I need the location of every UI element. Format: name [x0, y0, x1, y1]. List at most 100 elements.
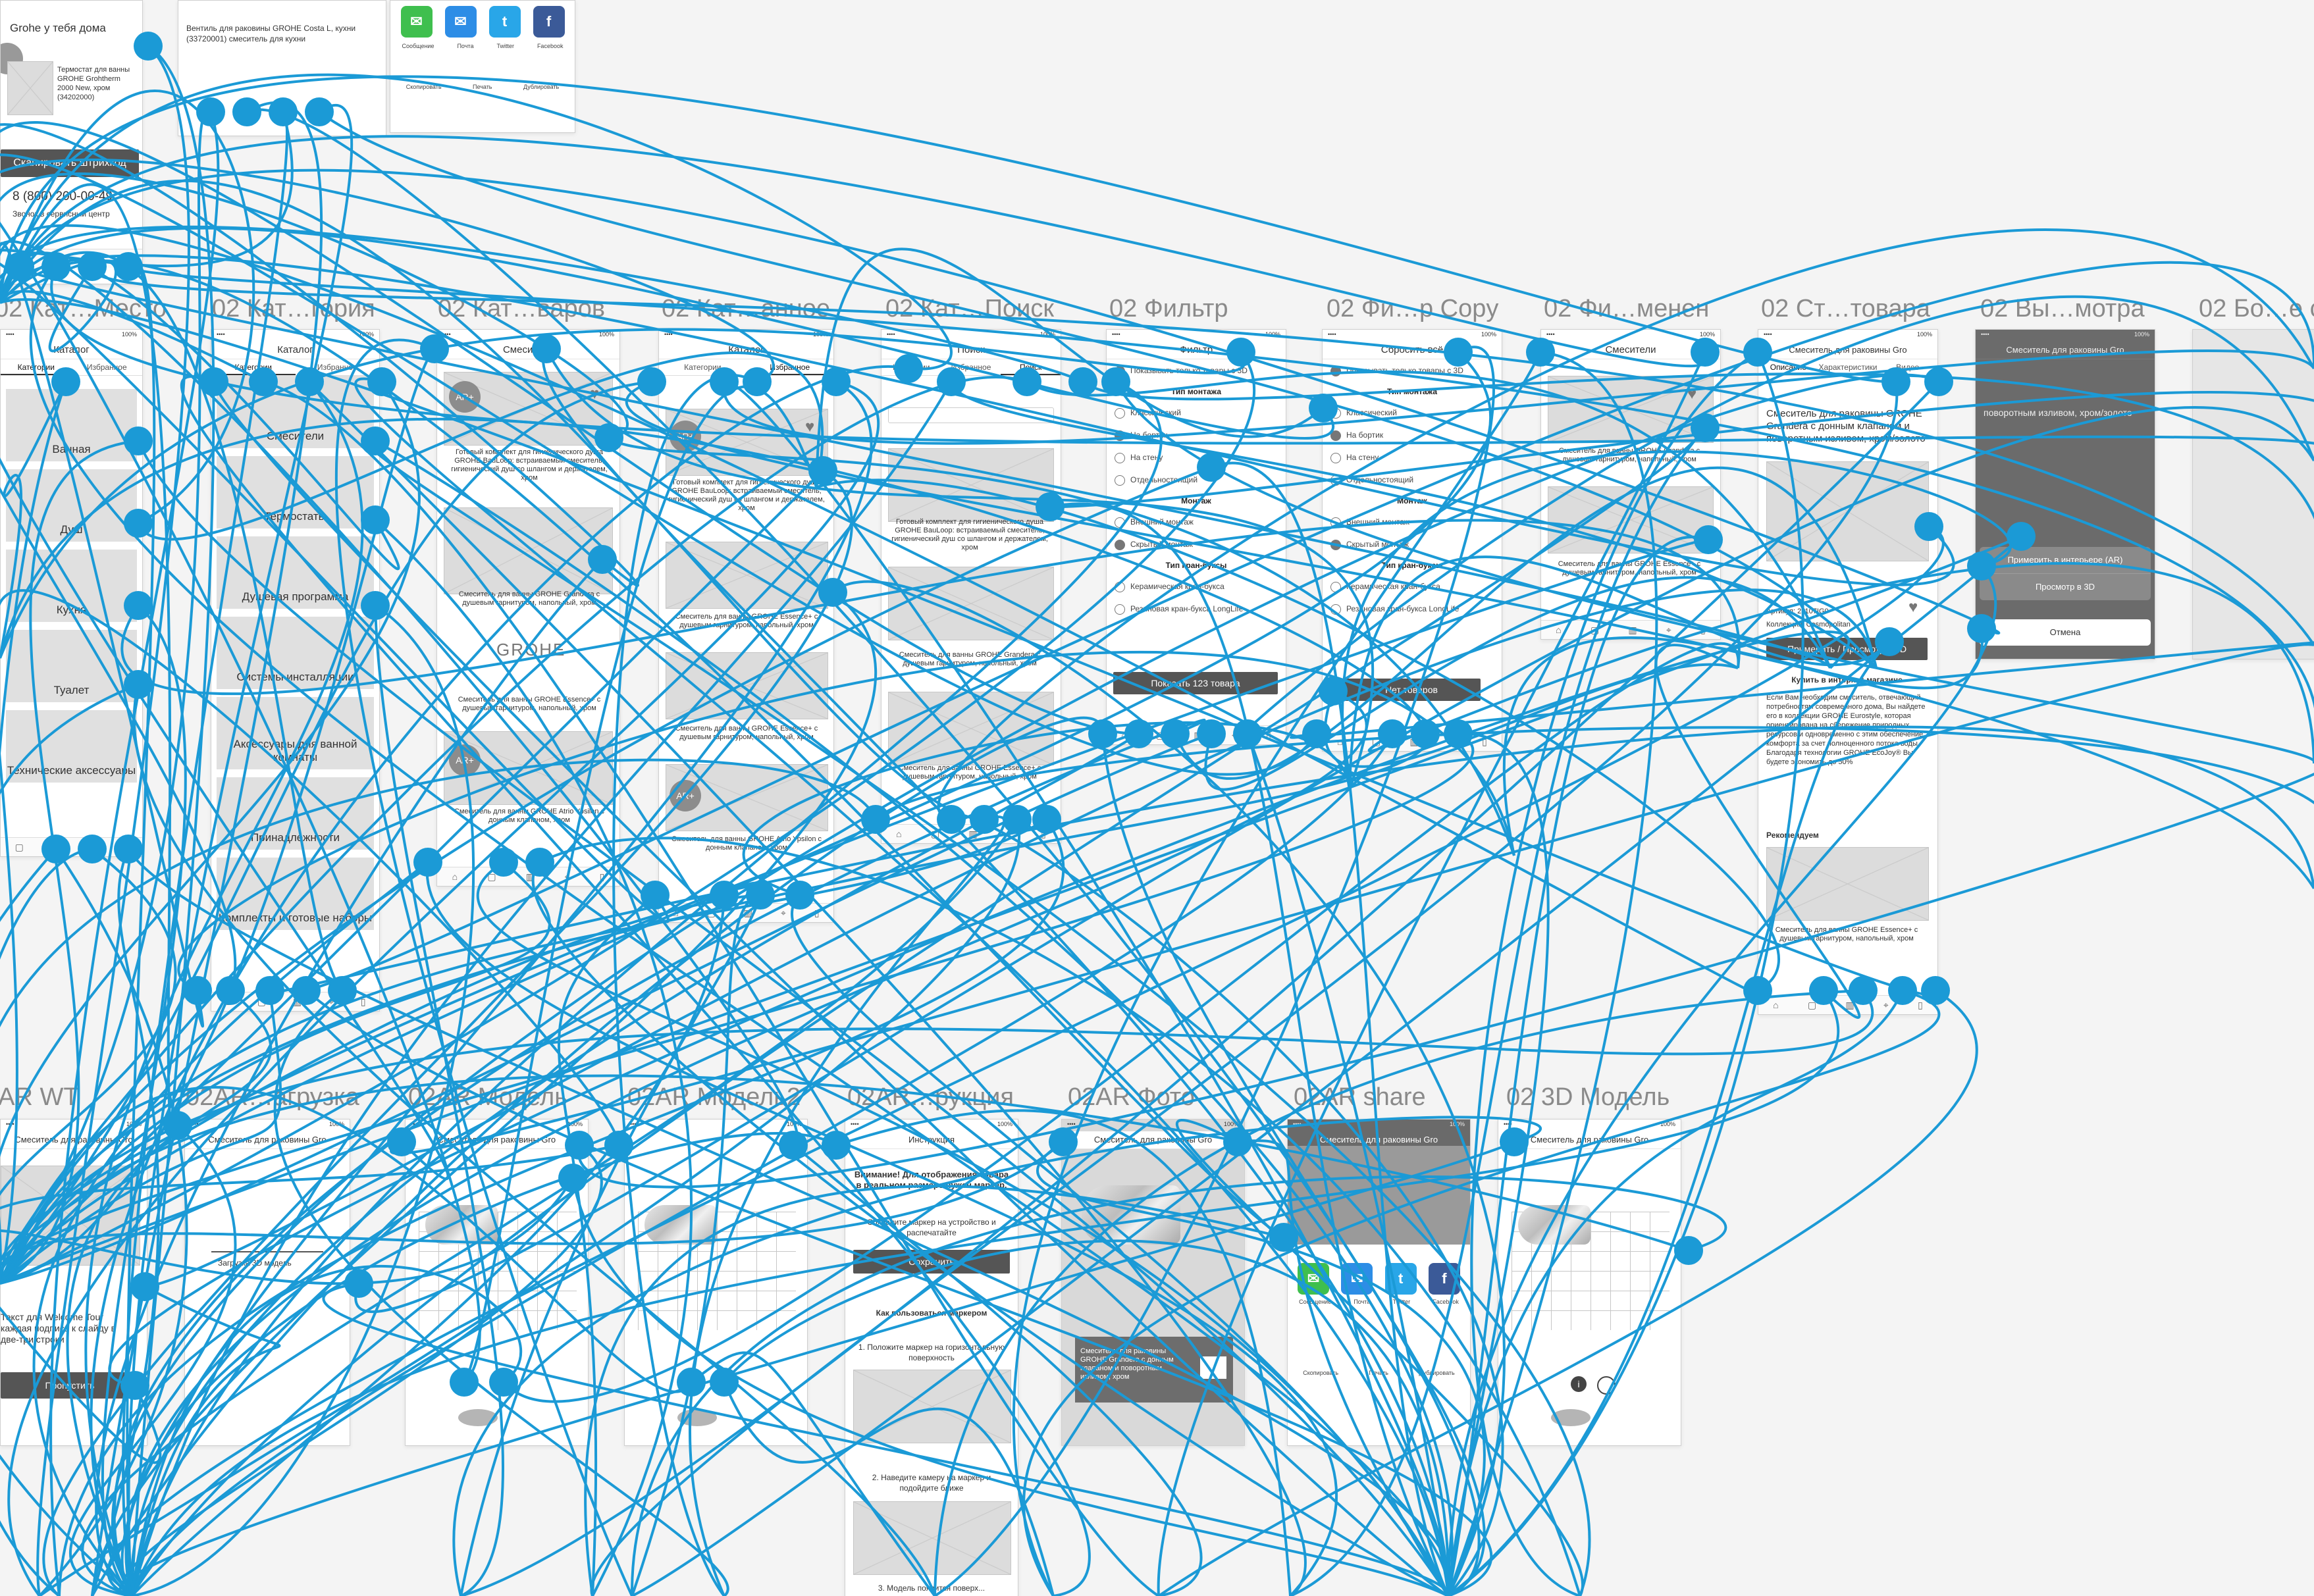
home-icon[interactable]: ⌂ — [896, 829, 902, 839]
tab-categories[interactable]: Категории — [1, 359, 72, 375]
filter-option[interactable]: Резиновая кран-букса LongLife — [1107, 598, 1286, 620]
duplicate-action[interactable]: Дублировать — [1419, 1370, 1455, 1376]
filter-option[interactable]: Внешний монтаж — [1323, 511, 1502, 533]
try-on-ar-button[interactable]: Примерить / Просмотр в 3D — [1766, 638, 1928, 660]
print-action[interactable]: Печать — [473, 84, 492, 90]
filter-option[interactable]: На бортик — [1107, 424, 1286, 446]
copy-action[interactable]: Скопировать — [406, 84, 442, 90]
barcode-icon[interactable]: ▥ — [1409, 736, 1419, 747]
print-action[interactable]: Печать — [1369, 1370, 1388, 1376]
tab-categories[interactable]: Категории — [893, 363, 930, 372]
hotspot-node[interactable] — [183, 976, 212, 1005]
product-image[interactable] — [1548, 486, 1714, 553]
tab-favorites[interactable]: Избранное — [951, 363, 991, 372]
catalog-icon[interactable]: ▢ — [930, 828, 940, 839]
subcategory-tile[interactable]: Системы инсталляции — [217, 617, 374, 689]
home-icon[interactable]: ⌂ — [1121, 730, 1127, 740]
category-tile[interactable]: Кухня — [6, 550, 137, 622]
filter-option[interactable]: Керамическая кран-букса — [1107, 575, 1286, 598]
catalog-icon[interactable]: ▢ — [257, 996, 267, 1007]
message-icon[interactable]: ✉ — [1298, 1263, 1330, 1295]
filter-option[interactable]: Показывать только товары с 3D — [1107, 359, 1286, 382]
heart-icon[interactable]: ♥ — [590, 385, 600, 403]
subcategory-tile[interactable]: Смесители — [217, 376, 374, 448]
catalog-icon[interactable]: ▢ — [14, 841, 24, 852]
show-results-button[interactable]: Показать 123 товара — [1113, 672, 1278, 694]
tab-description[interactable]: Описание — [1758, 359, 1818, 375]
tab-categories[interactable]: Категории — [211, 359, 296, 375]
pin-icon[interactable]: ⌖ — [781, 907, 786, 918]
message-icon[interactable]: ✉ — [400, 6, 433, 38]
category-tile[interactable]: Душ — [6, 469, 137, 542]
duplicate-action[interactable]: Дублировать — [523, 84, 560, 90]
barcode-icon[interactable]: ▥ — [52, 841, 61, 852]
barcode-icon[interactable]: ▥ — [1628, 624, 1637, 635]
subcategory-tile[interactable]: Принадлежности — [217, 777, 374, 850]
catalog-icon[interactable]: ▢ — [14, 253, 24, 264]
mail-icon[interactable]: ✉ — [444, 6, 477, 38]
filter-option[interactable]: На бортик — [1323, 424, 1502, 446]
phone-icon[interactable]: ▯ — [1482, 736, 1487, 747]
phone-icon[interactable]: ▯ — [1700, 624, 1706, 635]
pin-icon[interactable]: ⌖ — [1006, 828, 1012, 839]
heart-icon[interactable]: ♥ — [1908, 598, 1918, 616]
filter-option[interactable]: На стену — [1323, 446, 1502, 469]
phone-icon[interactable]: ▯ — [122, 253, 128, 264]
subcategory-tile[interactable]: Аксессуары для ванной комнаты — [217, 697, 374, 769]
tab-search[interactable]: Поиск — [1001, 359, 1061, 375]
product-image[interactable] — [666, 542, 828, 609]
filter-option[interactable]: Скрытый монтаж — [1323, 533, 1502, 555]
phone-icon[interactable]: ▯ — [360, 996, 366, 1007]
tab-favorites[interactable]: Избранное — [746, 359, 833, 375]
reset-all-button[interactable]: Сбросить всё — [1323, 342, 1502, 359]
barcode-icon[interactable]: ▥ — [52, 253, 61, 264]
info-icon[interactable]: i — [1571, 1376, 1587, 1392]
barcode-icon[interactable]: ▥ — [292, 996, 302, 1007]
phone-icon[interactable]: ▯ — [599, 871, 605, 882]
filter-option[interactable]: Керамическая кран-букса — [1323, 575, 1502, 598]
facebook-icon[interactable]: f — [533, 6, 565, 38]
pin-icon[interactable]: ⌖ — [1447, 736, 1453, 747]
home-icon[interactable]: ⌂ — [673, 908, 679, 918]
tab-favorites[interactable]: Избранное — [317, 363, 357, 372]
search-input[interactable] — [888, 407, 1054, 423]
home-icon[interactable]: ⌂ — [1337, 736, 1343, 747]
heart-icon[interactable]: ♥ — [1687, 385, 1697, 403]
save-marker-button[interactable]: Сохранить — [853, 1250, 1010, 1274]
product-image[interactable] — [888, 567, 1054, 640]
phone-icon[interactable]: ▯ — [814, 907, 820, 918]
pin-icon[interactable]: ⌖ — [89, 253, 95, 264]
filter-option[interactable]: Внешний монтаж — [1107, 511, 1286, 533]
home-icon[interactable]: ⌂ — [1556, 625, 1562, 635]
pin-icon[interactable]: ⌖ — [1666, 624, 1671, 635]
recommended-image[interactable] — [1766, 847, 1929, 921]
barcode-icon[interactable]: ▥ — [743, 907, 753, 918]
catalog-icon[interactable]: ▢ — [1155, 729, 1165, 740]
hotspot-node[interactable] — [1068, 367, 1097, 396]
phone-icon[interactable]: ▯ — [1266, 729, 1271, 740]
pin-icon[interactable]: ⌖ — [564, 871, 570, 882]
filter-option[interactable]: На стену — [1107, 446, 1286, 469]
filter-option[interactable]: Классический — [1323, 401, 1502, 424]
copy-action[interactable]: Скопировать — [1303, 1370, 1339, 1376]
product-image[interactable] — [888, 448, 1054, 522]
catalog-icon[interactable]: ▢ — [706, 907, 716, 918]
tab-video[interactable]: Видео — [1896, 363, 1920, 372]
filter-option[interactable]: Показывать только товары с 3D — [1323, 359, 1502, 382]
home-icon[interactable]: ⌂ — [452, 871, 458, 882]
try-ar-option[interactable]: Примерить в интерьере (AR) — [2007, 555, 2123, 565]
tab-specs[interactable]: Характеристики — [1818, 363, 1878, 372]
filter-option[interactable]: Отдельностоящий — [1323, 469, 1502, 491]
twitter-icon[interactable]: t — [1384, 1263, 1417, 1295]
barcode-icon[interactable]: ▥ — [525, 871, 535, 882]
tab-favorites[interactable]: Избранное — [86, 363, 127, 372]
catalog-icon[interactable]: ▢ — [1590, 624, 1600, 635]
pin-icon[interactable]: ⌖ — [1883, 999, 1889, 1010]
pin-icon[interactable]: ⌖ — [1231, 729, 1237, 740]
pin-icon[interactable]: ⌖ — [89, 841, 95, 852]
category-tile[interactable]: Ванная — [6, 389, 137, 461]
barcode-icon[interactable]: ▥ — [1194, 729, 1203, 740]
skip-button[interactable]: Пропустить — [1, 1372, 139, 1399]
category-tile[interactable]: Туалет — [6, 630, 137, 702]
home-icon[interactable]: ⌂ — [224, 996, 230, 1007]
